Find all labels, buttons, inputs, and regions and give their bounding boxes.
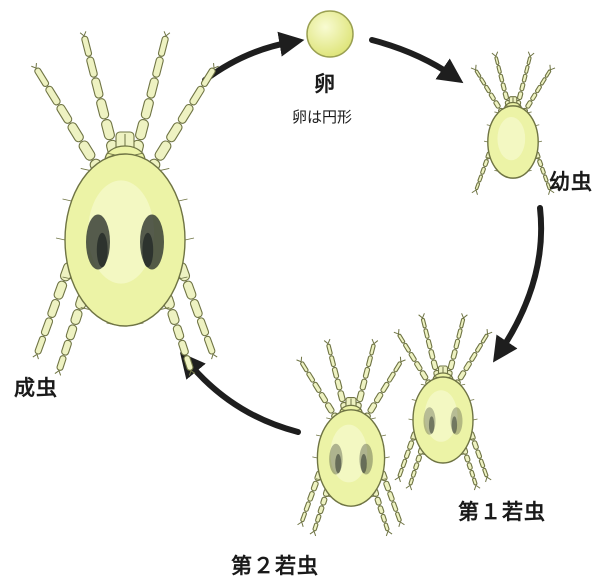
egg-illustration: [307, 11, 353, 57]
arrow-egg-to-larva: [372, 40, 453, 76]
leg: [360, 357, 405, 425]
larva-mite-illustration: [471, 52, 555, 195]
arrow-nymph2-to-adult: [188, 362, 298, 432]
first-nymph-label: 第１若虫: [458, 496, 546, 526]
second-nymph-label: 第２若虫: [231, 550, 319, 580]
first-nymph-mite-illustration: [394, 313, 492, 490]
leg: [296, 357, 341, 425]
egg-sublabel: 卵は円形: [292, 106, 352, 127]
arrow-adult-to-egg: [205, 42, 292, 80]
second-nymph-mite-illustration: [296, 339, 405, 536]
adult-mite-illustration: [29, 31, 221, 377]
larva-label: 幼虫: [549, 166, 593, 196]
adult-label: 成虫: [14, 372, 58, 402]
arrow-larva-to-nymph1: [500, 208, 541, 352]
egg-label: 卵: [314, 68, 336, 98]
